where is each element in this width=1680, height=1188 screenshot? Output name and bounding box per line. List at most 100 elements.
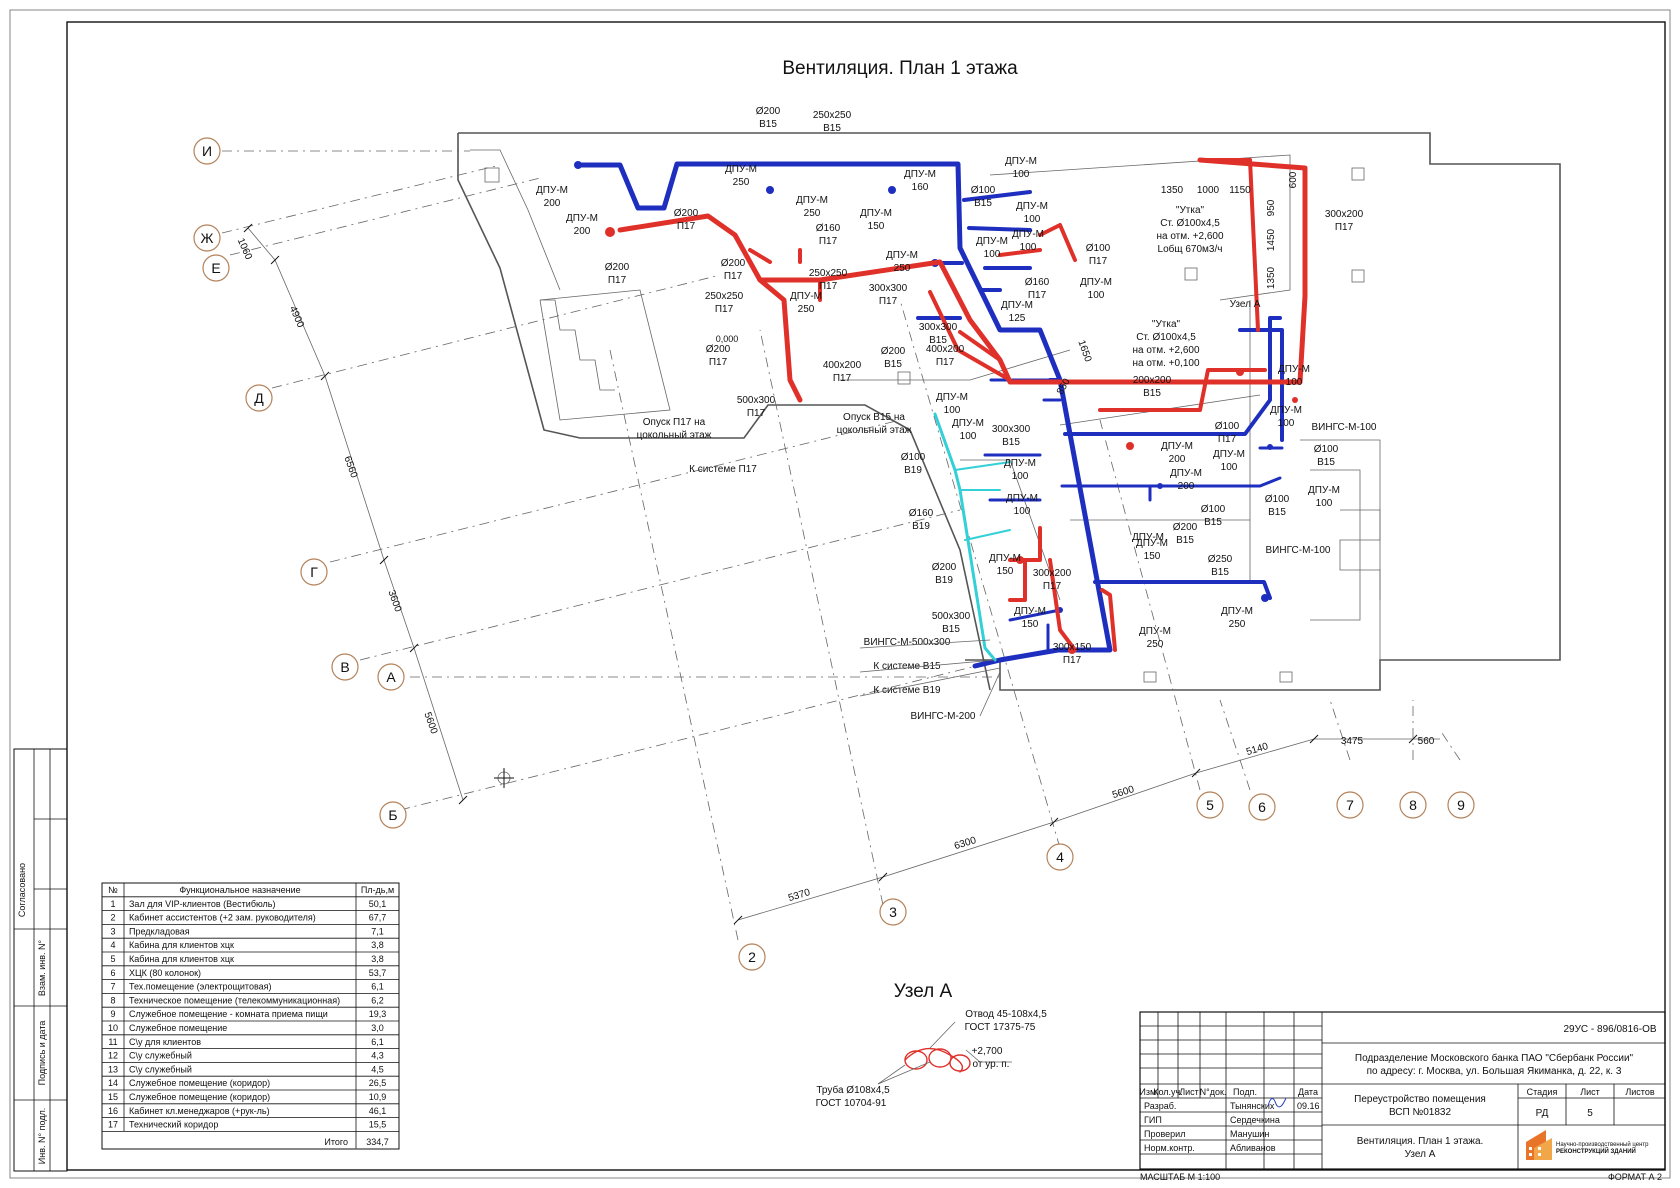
label-system: В19 xyxy=(935,575,953,586)
svg-text:3: 3 xyxy=(889,904,897,920)
label-dpu: ДПУ-М xyxy=(1213,449,1245,460)
table-cell-name: Тех.помещение (электрощитовая) xyxy=(129,982,272,992)
label-dpu: ДПУ-М xyxy=(1136,538,1168,549)
svg-text:9: 9 xyxy=(1457,797,1465,813)
table-cell-number: 12 xyxy=(108,1051,118,1061)
label-system: В19 xyxy=(912,521,930,532)
label-diam: Ø200 xyxy=(881,346,906,357)
label-duct: 250х250 xyxy=(705,291,744,302)
format-label: ФОРМАТ А 2 xyxy=(1608,1172,1662,1182)
dim-1000: 1000 xyxy=(1197,185,1220,196)
label-dpu: ДПУ-М xyxy=(796,195,828,206)
label-system: П17 xyxy=(936,357,955,368)
label-dpu: ДПУ-М xyxy=(1014,606,1046,617)
label-size: 100 xyxy=(1278,418,1295,429)
name-normcontrol: Абливанов xyxy=(1230,1143,1276,1153)
label-dpu: ДПУ-М xyxy=(1016,201,1048,212)
label-system: В15 xyxy=(1143,388,1161,399)
label-system: П17 xyxy=(879,296,898,307)
label-to-b15: К системе В15 xyxy=(873,661,941,672)
doc-code: 29УС - 896/0816-ОВ xyxy=(1563,1024,1656,1035)
label-utka-level: на отм. +2,600 xyxy=(1156,231,1224,242)
table-cell-name: Служебное помещение (коридор) xyxy=(129,1092,270,1102)
dim-bottom-5: 3475 xyxy=(1341,736,1364,747)
side-stamp-agreed: Согласовано xyxy=(17,863,27,917)
label-size: 150 xyxy=(1144,551,1161,562)
label-dpu: ДПУ-М xyxy=(1006,493,1038,504)
label-utka: "Утка" xyxy=(1176,205,1205,216)
role-developer: Разраб. xyxy=(1144,1101,1176,1111)
label-duct: 400х200 xyxy=(823,360,862,371)
label-diam: Ø200 xyxy=(605,262,630,273)
svg-text:4: 4 xyxy=(1056,849,1064,865)
label-system: В15 xyxy=(1268,507,1286,518)
supply-ducts-p17 xyxy=(605,157,1308,654)
dim-1150: 1150 xyxy=(1229,185,1251,196)
table-cell-area: 26,5 xyxy=(369,1078,387,1088)
label-size: 250 xyxy=(1229,619,1246,630)
table-cell-area: 46,1 xyxy=(369,1106,387,1116)
label-dpu: ДПУ-М xyxy=(886,250,918,261)
table-cell-number: 9 xyxy=(110,1009,115,1019)
label-size: 100 xyxy=(1024,214,1041,225)
label-dpu: ДПУ-М xyxy=(790,291,822,302)
label-diam: Ø160 xyxy=(1025,277,1050,288)
label-duct: 500х300 xyxy=(737,395,776,406)
axis-marker: Б xyxy=(379,801,407,829)
label-system: П17 xyxy=(608,275,627,286)
label-duct: 300х150 xyxy=(1053,642,1092,653)
axis-marker: Д xyxy=(245,384,273,412)
node-pipe-gost: ГОСТ 10704-91 xyxy=(816,1098,887,1109)
table-cell-name: Кабина для клиентов хцк xyxy=(129,940,234,950)
label-dpu: ДПУ-М xyxy=(989,553,1021,564)
label-size: 200 xyxy=(574,226,591,237)
label-dpu: ДПУ-М xyxy=(1170,468,1202,479)
axis-marker: 2 xyxy=(738,943,766,971)
svg-text:Ж: Ж xyxy=(201,230,214,246)
company-logo xyxy=(1526,1130,1552,1160)
axis-marker: 5 xyxy=(1196,791,1224,819)
inner-frame xyxy=(66,21,1666,1171)
label-size: 100 xyxy=(1221,462,1238,473)
label-utka-pipe: Ст. Ø100х4,5 xyxy=(1160,218,1220,229)
table-cell-name: Служебное помещение - комната приема пищ… xyxy=(129,1009,328,1019)
dim-bottom-2: 6300 xyxy=(953,835,978,852)
table-cell-number: 2 xyxy=(110,913,115,923)
label-size: 100 xyxy=(944,405,961,416)
table-cell-area: 53,7 xyxy=(369,968,387,978)
dim-1650: 1650 xyxy=(1075,339,1093,364)
side-stamp-replace: Взам. инв. N° xyxy=(37,939,47,996)
dim-left-5: 5600 xyxy=(421,711,439,736)
label-utka-level: на отм. +0,100 xyxy=(1132,358,1200,369)
scale-label: МАСШТАБ М 1:100 xyxy=(1140,1172,1220,1182)
label-utka-flow: Lобщ 670м3/ч xyxy=(1158,243,1223,255)
label-size: 150 xyxy=(997,566,1014,577)
label-system: П17 xyxy=(724,271,743,282)
label-system: В15 xyxy=(974,198,992,209)
label-size: 100 xyxy=(1013,169,1030,180)
table-cell-name: Служебное помещение (коридор) xyxy=(129,1078,270,1088)
label-system: П17 xyxy=(747,408,766,419)
col-list: Лист xyxy=(1179,1087,1199,1097)
role-normcontrol: Норм.контр. xyxy=(1144,1143,1195,1153)
stage-header: Стадия xyxy=(1527,1087,1558,1097)
project-name: Переустройство помещения xyxy=(1354,1094,1486,1105)
label-duct: 200х200 xyxy=(1133,375,1172,386)
stage-value: РД xyxy=(1536,1108,1549,1119)
table-total-label: Итого xyxy=(324,1137,348,1147)
axis-marker: И xyxy=(193,137,221,165)
name-checked: Манушин xyxy=(1230,1129,1269,1139)
label-dpu: ДПУ-М xyxy=(936,392,968,403)
label-diam: Ø160 xyxy=(816,223,841,234)
svg-text:В: В xyxy=(340,659,349,675)
table-cell-name: Кабина для клиентов хцк xyxy=(129,954,234,964)
table-cell-area: 3,0 xyxy=(371,1023,384,1033)
label-to-b19: К системе В19 xyxy=(873,685,941,696)
label-dpu: ДПУ-М xyxy=(1161,441,1193,452)
label-utka-level: на отм. +2,600 xyxy=(1132,345,1200,356)
label-vings-500: ВИНГС-М-500х300 xyxy=(864,637,951,648)
label-diam: Ø200 xyxy=(706,344,731,355)
label-duct: 300х300 xyxy=(992,424,1031,435)
table-cell-area: 3,8 xyxy=(371,954,384,964)
label-dpu: ДПУ-М xyxy=(1270,405,1302,416)
